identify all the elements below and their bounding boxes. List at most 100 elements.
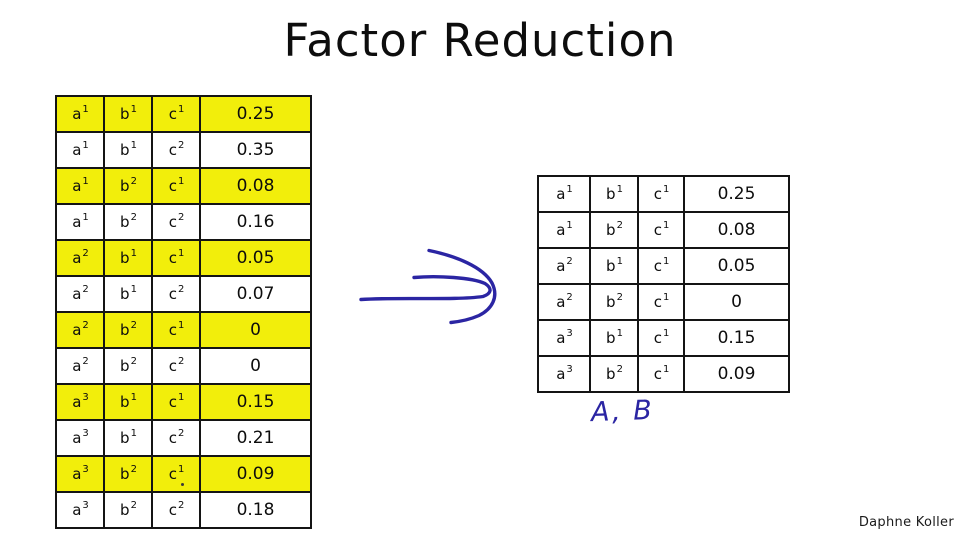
- assignment-cell: a2: [55, 347, 105, 385]
- assignment-cell: a1: [55, 131, 105, 169]
- value-cell: 0.08: [683, 211, 790, 249]
- value-cell: 0.16: [199, 203, 312, 241]
- value-cell: 0.09: [199, 455, 312, 493]
- assignment-cell: c2: [151, 203, 201, 241]
- assignment-cell: b1: [103, 239, 153, 277]
- assignment-cell: c1: [637, 319, 685, 357]
- assignment-cell: a1: [55, 95, 105, 133]
- value-cell: 0: [683, 283, 790, 321]
- assignment-cell: a2: [55, 275, 105, 313]
- assignment-cell: c1: [637, 247, 685, 285]
- assignment-cell: b2: [103, 167, 153, 205]
- assignment-cell: c2: [151, 347, 201, 385]
- assignment-cell: b1: [103, 275, 153, 313]
- assignment-cell: c2: [151, 419, 201, 457]
- author-credit: Daphne Koller: [858, 515, 954, 530]
- assignment-cell: a3: [55, 455, 105, 493]
- stray-ink-dot: [181, 483, 184, 486]
- assignment-cell: c2: [151, 131, 201, 169]
- assignment-cell: a1: [55, 167, 105, 205]
- assignment-cell: a3: [55, 419, 105, 457]
- assignment-cell: c2: [151, 275, 201, 313]
- value-cell: 0.15: [199, 383, 312, 421]
- assignment-cell: b1: [103, 95, 153, 133]
- assignment-cell: c1: [151, 95, 201, 133]
- value-cell: 0.18: [199, 491, 312, 529]
- assignment-cell: a3: [537, 355, 591, 393]
- assignment-cell: a2: [55, 239, 105, 277]
- assignment-cell: b2: [103, 203, 153, 241]
- assignment-cell: c1: [637, 211, 685, 249]
- assignment-cell: b1: [103, 383, 153, 421]
- assignment-cell: a3: [55, 383, 105, 421]
- value-cell: 0.08: [199, 167, 312, 205]
- assignment-cell: b2: [103, 311, 153, 349]
- assignment-cell: c1: [151, 239, 201, 277]
- assignment-cell: a2: [55, 311, 105, 349]
- assignment-cell: b2: [103, 455, 153, 493]
- assignment-cell: b1: [103, 131, 153, 169]
- assignment-cell: b2: [589, 211, 639, 249]
- value-cell: 0.05: [683, 247, 790, 285]
- value-cell: 0.05: [199, 239, 312, 277]
- value-cell: 0: [199, 347, 312, 385]
- assignment-cell: a1: [537, 175, 591, 213]
- assignment-cell: b1: [589, 247, 639, 285]
- value-cell: 0.21: [199, 419, 312, 457]
- assignment-cell: b1: [589, 175, 639, 213]
- value-cell: 0.25: [683, 175, 790, 213]
- assignment-cell: c1: [151, 383, 201, 421]
- value-cell: 0.15: [683, 319, 790, 357]
- assignment-cell: b2: [103, 491, 153, 529]
- assignment-cell: a1: [537, 211, 591, 249]
- value-cell: 0: [199, 311, 312, 349]
- assignment-cell: c1: [151, 167, 201, 205]
- assignment-cell: b2: [589, 283, 639, 321]
- assignment-cell: a3: [537, 319, 591, 357]
- assignment-cell: a3: [55, 491, 105, 529]
- value-cell: 0.07: [199, 275, 312, 313]
- assignment-cell: c1: [637, 283, 685, 321]
- assignment-cell: b2: [103, 347, 153, 385]
- assignment-cell: c2: [151, 491, 201, 529]
- assignment-cell: c1: [151, 455, 201, 493]
- assignment-cell: c1: [151, 311, 201, 349]
- assignment-cell: b2: [589, 355, 639, 393]
- value-cell: 0.35: [199, 131, 312, 169]
- assignment-cell: b1: [103, 419, 153, 457]
- value-cell: 0.09: [683, 355, 790, 393]
- arrow-hairpin-stroke: [359, 275, 492, 302]
- arrow-swoosh-stroke: [427, 248, 497, 325]
- page-title: Factor Reduction: [283, 14, 677, 67]
- assignment-cell: b1: [589, 319, 639, 357]
- assignment-cell: a2: [537, 283, 591, 321]
- assignment-cell: c1: [637, 175, 685, 213]
- scope-annotation: A, B: [590, 394, 655, 429]
- hand-drawn-arrow: [359, 248, 497, 325]
- assignment-cell: a2: [537, 247, 591, 285]
- assignment-cell: c1: [637, 355, 685, 393]
